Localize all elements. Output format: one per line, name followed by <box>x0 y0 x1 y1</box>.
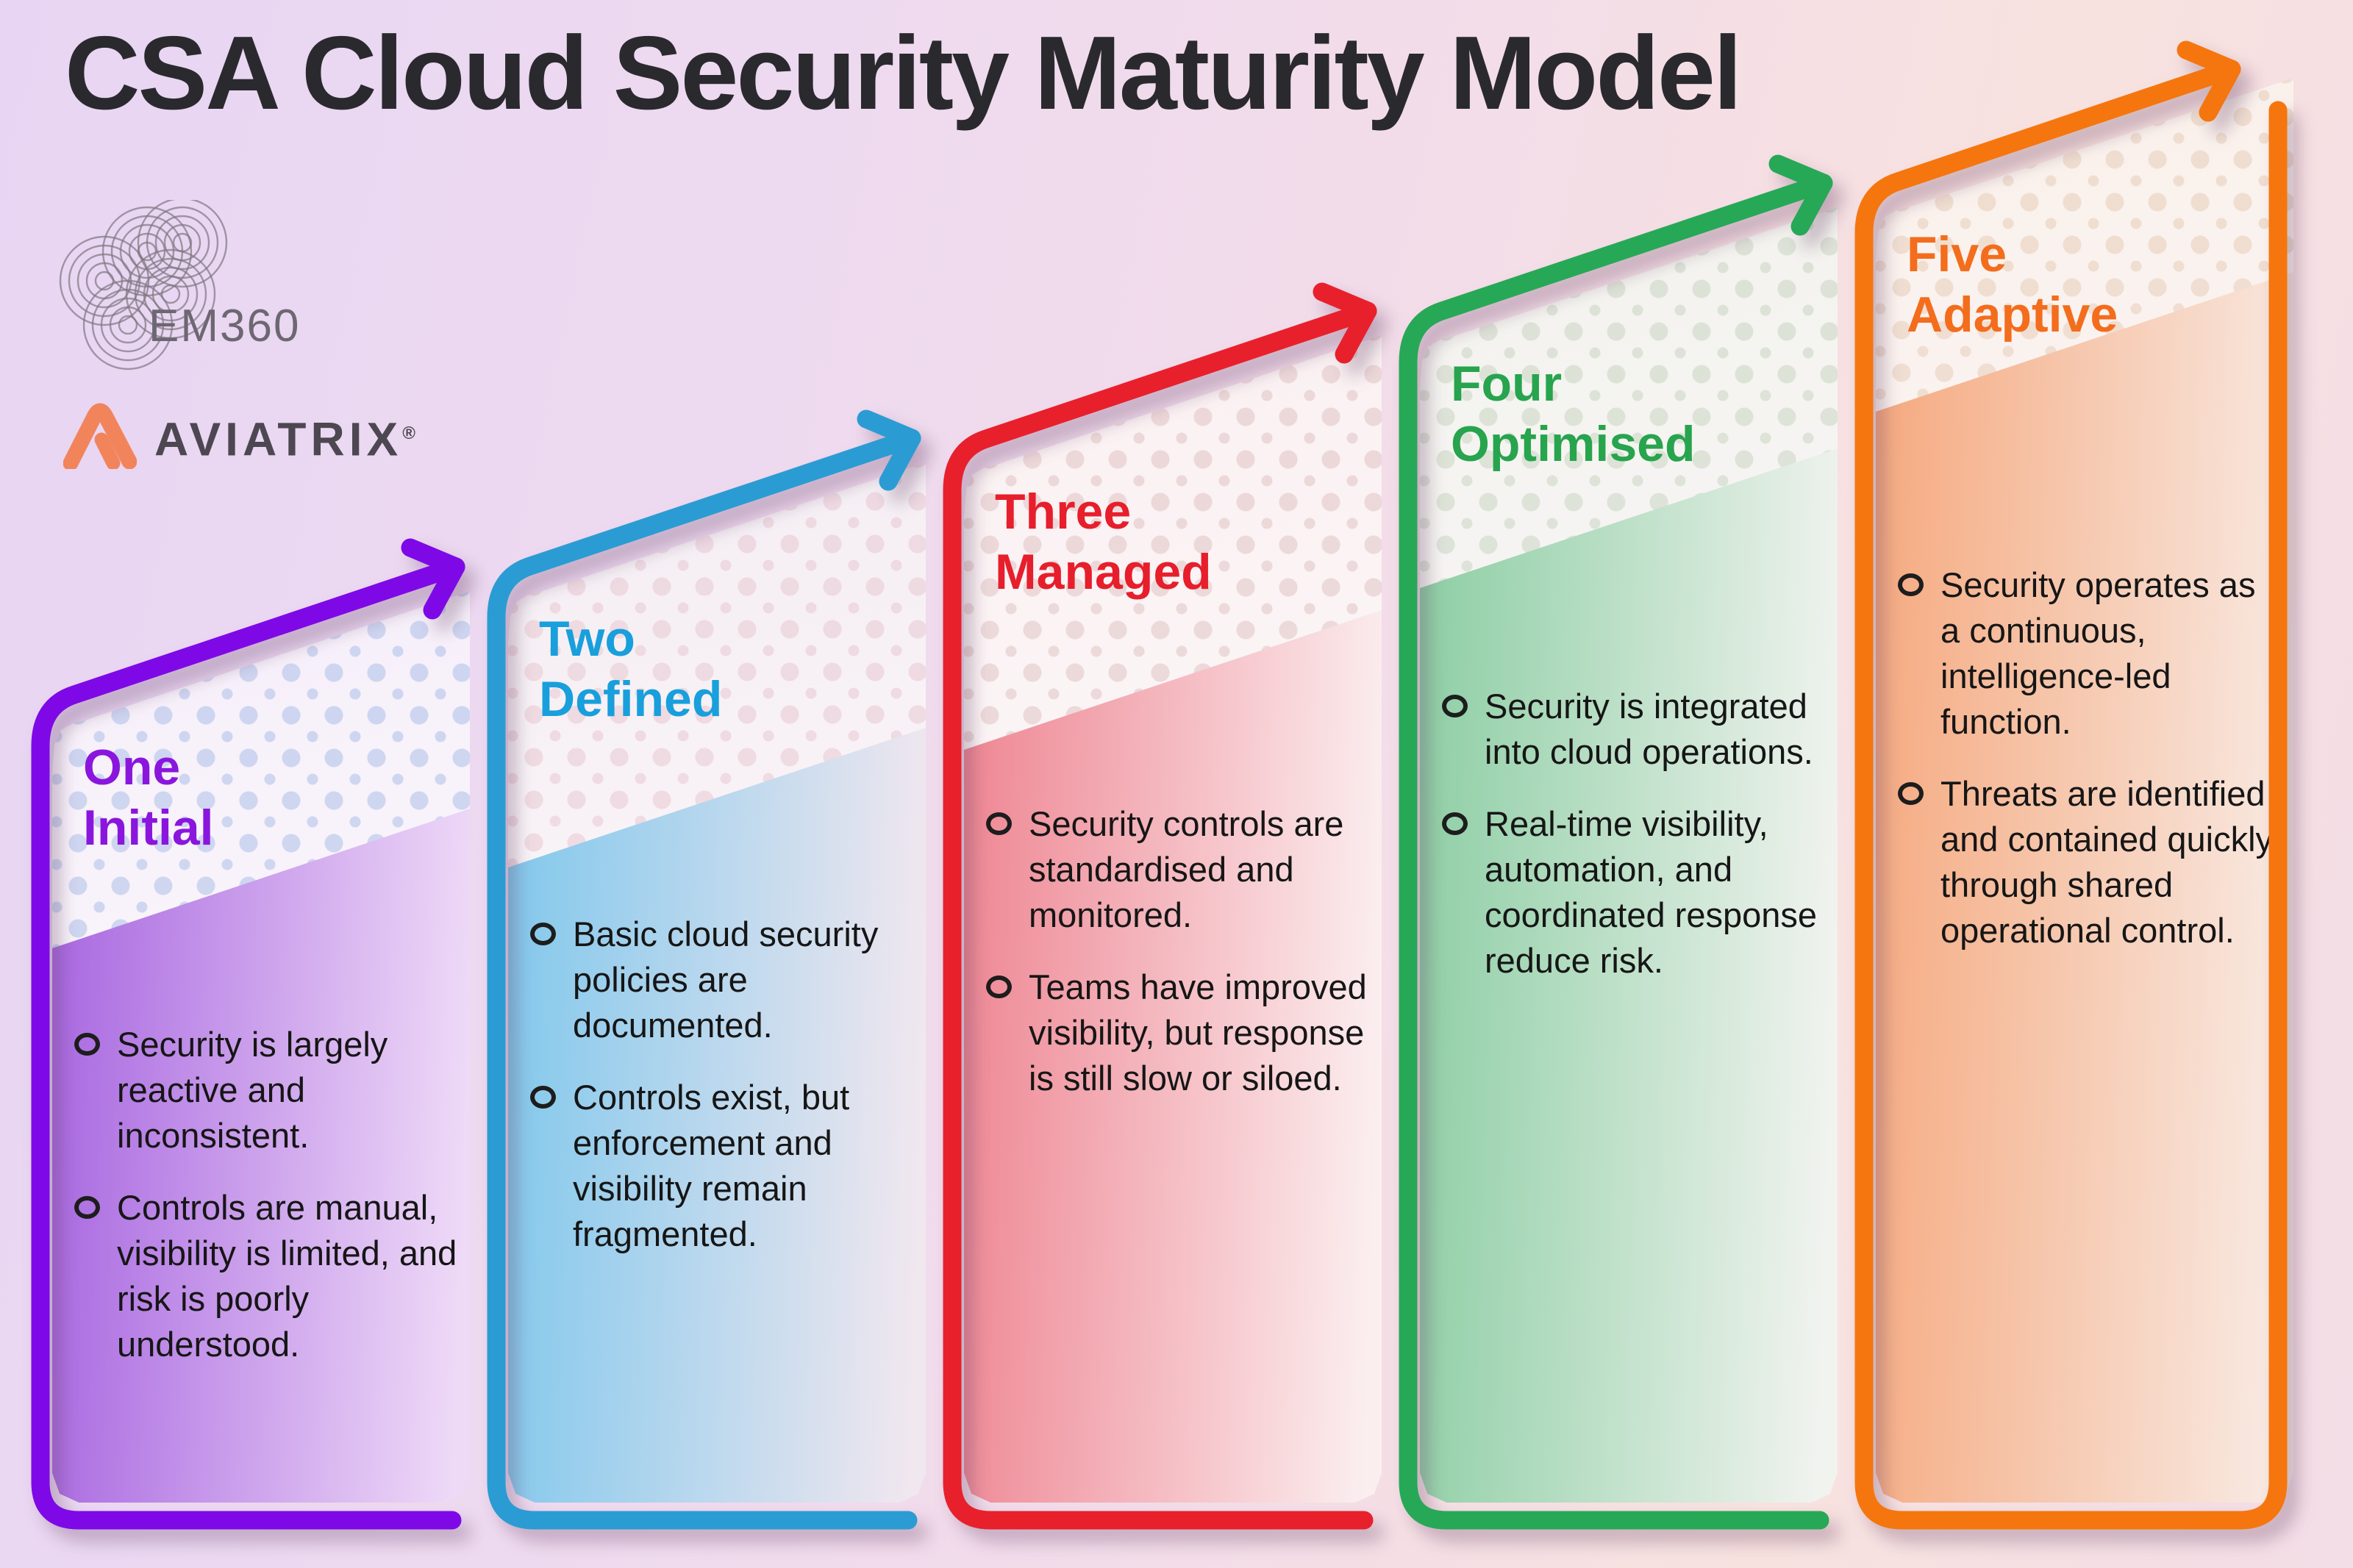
aviatrix-logo-text: AVIATRIX® <box>154 400 415 473</box>
bullet-item: Controls are manual, visibility is limit… <box>73 1185 458 1367</box>
stage-number-word: Five <box>1907 226 2007 282</box>
bullet-item: Real-time visibility, automation, and co… <box>1440 801 1826 984</box>
stage-two-panel: Two Defined Basic cloud security policie… <box>508 462 926 1503</box>
em360-logo: EM360 <box>59 200 412 376</box>
stage-level-name: Adaptive <box>1907 287 2118 343</box>
stage-three-heading: Three Managed <box>995 482 1212 602</box>
bullet-item: Security is largely reactive and inconsi… <box>73 1022 458 1159</box>
stage-number-word: One <box>83 740 181 795</box>
bullet-item: Basic cloud security policies are docume… <box>529 912 914 1048</box>
em360-ring <box>137 200 228 288</box>
stage-number-word: Three <box>995 484 1132 540</box>
stage-level-name: Optimised <box>1451 416 1696 472</box>
em360-ring <box>82 279 174 370</box>
stage-four-panel: Four Optimised Security is integrated in… <box>1420 207 1838 1503</box>
em360-ring <box>119 223 175 279</box>
aviatrix-logo-mark <box>63 403 137 469</box>
bullet-item: Threats are identified and contained qui… <box>1896 771 2282 953</box>
stage-two-bullets: Basic cloud security policies are docume… <box>529 912 914 1284</box>
stage-one-bullets: Security is largely reactive and inconsi… <box>73 1022 458 1394</box>
stage-one-heading: One Initial <box>83 737 214 858</box>
stage-three-bullets: Security controls are standardised and m… <box>985 801 1370 1128</box>
bullet-item: Security is integrated into cloud operat… <box>1440 684 1826 775</box>
stage-level-name: Managed <box>995 544 1212 600</box>
stage-five-heading: Five Adaptive <box>1907 224 2118 345</box>
stage-level-name: Initial <box>83 800 214 856</box>
stage-level-name: Defined <box>539 671 723 727</box>
stage-four-heading: Four Optimised <box>1451 354 1696 474</box>
bullet-item: Security controls are standardised and m… <box>985 801 1370 938</box>
stage-four-bullets: Security is integrated into cloud operat… <box>1440 684 1826 1010</box>
stage-five-panel: Five Adaptive Security operates as a con… <box>1876 78 2293 1503</box>
bullet-item: Security operates as a continuous, intel… <box>1896 562 2282 745</box>
aviatrix-chevron <box>63 403 137 469</box>
em360-ring <box>94 271 115 291</box>
em360-ring <box>163 223 201 262</box>
em360-logo-text: EM360 <box>149 301 301 351</box>
stage-two-heading: Two Defined <box>539 609 722 729</box>
page-title: CSA Cloud Security Maturity Model <box>65 15 1742 132</box>
em360-ring <box>146 206 219 279</box>
bullet-item: Teams have improved visibility, but resp… <box>985 964 1370 1101</box>
em360-ring <box>172 232 193 253</box>
stage-three-panel: Three Managed Security controls are stan… <box>964 335 1382 1503</box>
em360-ring <box>68 244 141 318</box>
em360-ring <box>109 306 147 344</box>
em360-ring <box>118 315 138 335</box>
em360-logo-mark <box>59 200 228 370</box>
em360-ring <box>85 262 124 300</box>
stage-number-word: Two <box>539 611 635 667</box>
em360-ring <box>154 215 210 271</box>
stage-five-bullets: Security operates as a continuous, intel… <box>1896 562 2282 980</box>
em360-ring <box>91 288 165 362</box>
bullet-item: Controls exist, but enforcement and visi… <box>529 1075 914 1257</box>
aviatrix-chevron-leg <box>94 432 121 469</box>
stage-one-panel: One Initial Security is largely reactive… <box>52 591 470 1503</box>
aviatrix-logo: AVIATRIX® <box>63 394 519 475</box>
stage-number-word: Four <box>1451 356 1563 412</box>
aviatrix-wordmark: AVIATRIX <box>154 412 403 466</box>
em360-ring <box>134 257 207 331</box>
em360-ring <box>100 297 156 353</box>
registered-mark: ® <box>402 423 415 443</box>
